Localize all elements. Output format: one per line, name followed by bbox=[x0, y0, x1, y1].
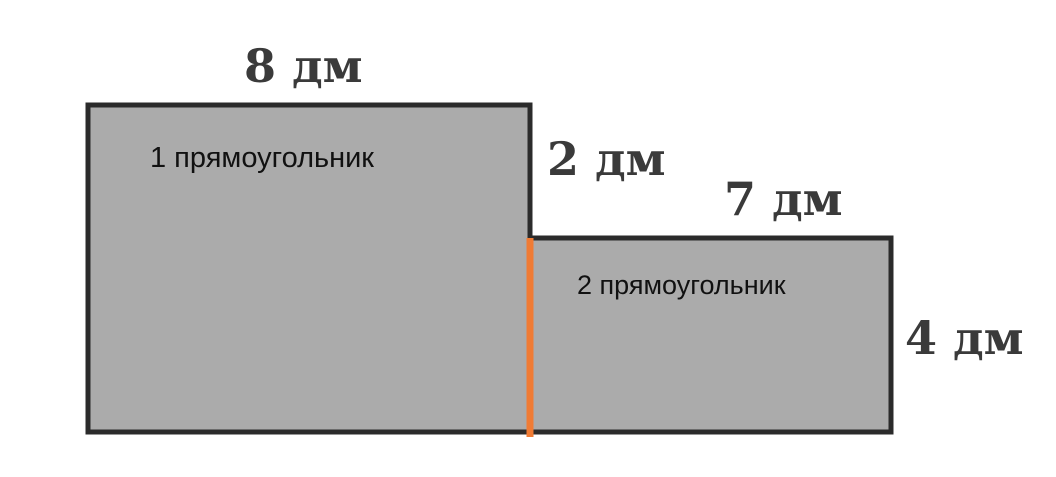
label-step-height: 2 дм bbox=[547, 132, 666, 186]
label-top-width: 8 дм bbox=[244, 39, 363, 93]
label-lower-width: 7 дм bbox=[724, 172, 843, 226]
label-rectangle-1: 1 прямоугольник bbox=[150, 142, 374, 174]
label-rectangle-2: 2 прямоугольник bbox=[577, 270, 786, 300]
label-lower-height: 4 дм bbox=[905, 311, 1024, 365]
rectangle-1 bbox=[88, 105, 530, 432]
figure-outline bbox=[85, 102, 894, 435]
rectangle-2 bbox=[530, 238, 891, 432]
